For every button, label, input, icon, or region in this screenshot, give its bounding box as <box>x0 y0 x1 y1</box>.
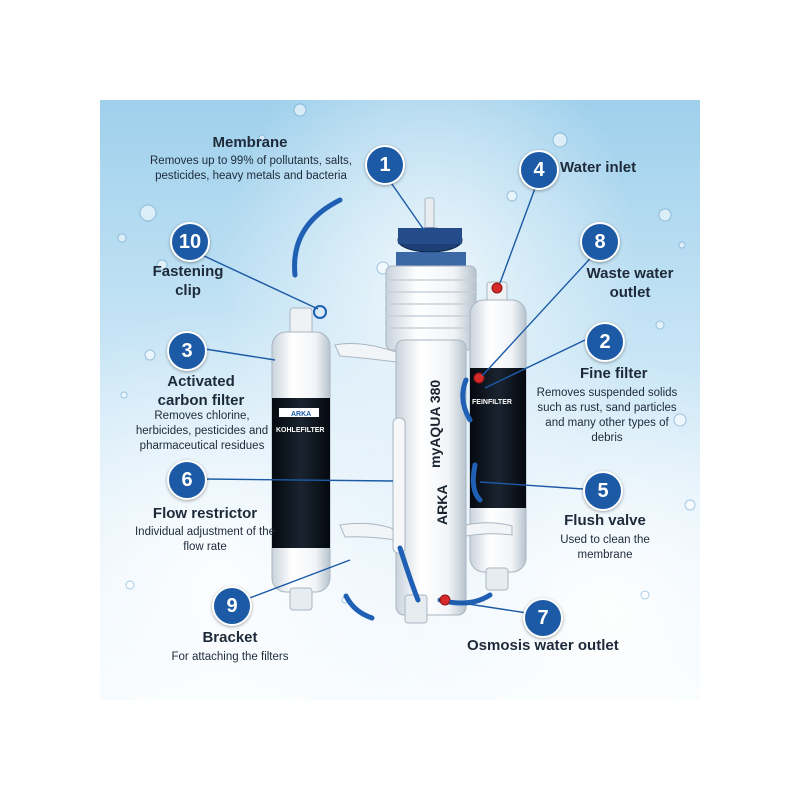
badge-3: 3 <box>167 331 207 371</box>
flush-valve-description: Used to clean the membrane <box>560 534 650 561</box>
product-labels: ARKA KOHLEFILTER FEINFILTER ARKA myAQUA … <box>276 380 512 525</box>
flow-restrictor-part <box>392 417 406 554</box>
bracket-description: For attaching the filters <box>171 651 289 663</box>
badge-2: 2 <box>585 322 625 362</box>
water-inlet-title: Water inlet <box>560 159 637 176</box>
badge-10: 10 <box>170 222 210 262</box>
blue-tubing <box>292 197 493 621</box>
fine-filter-title: Fine filter <box>580 365 648 382</box>
flush-valve-title: Flush valve <box>564 512 646 529</box>
badge-4: 4 <box>519 150 559 190</box>
badge-8: 8 <box>580 222 620 262</box>
fastening-clip-title: Fastening clip <box>152 263 224 299</box>
carbon-filter-cartridge <box>271 307 331 611</box>
badge-7: 7 <box>523 598 563 638</box>
fine-filter-cartridge <box>469 281 527 591</box>
badge-6: 6 <box>167 460 207 500</box>
flow-restrictor-description: Individual adjustment of the flow rate <box>134 526 275 553</box>
carbon-filter-brand-label: ARKA <box>291 411 311 418</box>
osmosis-outlet-title: Osmosis water outlet <box>467 637 619 654</box>
membrane-description: Removes up to 99% of pollutants, salts, … <box>150 155 352 182</box>
housing-model-label: myAQUA 380 <box>427 380 443 468</box>
membrane-housing <box>385 197 477 624</box>
waste-water-title: Waste water outlet <box>586 265 674 301</box>
carbon-filter-label: KOHLEFILTER <box>276 427 324 434</box>
leader-lines <box>201 176 599 614</box>
membrane-title: Membrane <box>212 134 288 151</box>
housing-brand-label: ARKA <box>434 485 450 525</box>
badge-1: 1 <box>365 145 405 185</box>
red-caps <box>439 282 503 606</box>
carbon-filter-title: Activated carbon filter <box>157 373 245 409</box>
badge-9: 9 <box>212 586 252 626</box>
bracket-title: Bracket <box>202 629 258 646</box>
fine-filter-description: Removes suspended solids such as rust, s… <box>536 387 678 444</box>
flow-restrictor-title: Flow restrictor <box>152 505 258 522</box>
carbon-filter-description: Removes chlorine, herbicides, pesticides… <box>135 410 269 452</box>
water-droplets <box>117 103 696 604</box>
brackets <box>334 343 513 541</box>
badge-5: 5 <box>583 471 623 511</box>
fastening-clip-part <box>313 305 327 319</box>
fine-filter-label: FEINFILTER <box>472 399 512 406</box>
